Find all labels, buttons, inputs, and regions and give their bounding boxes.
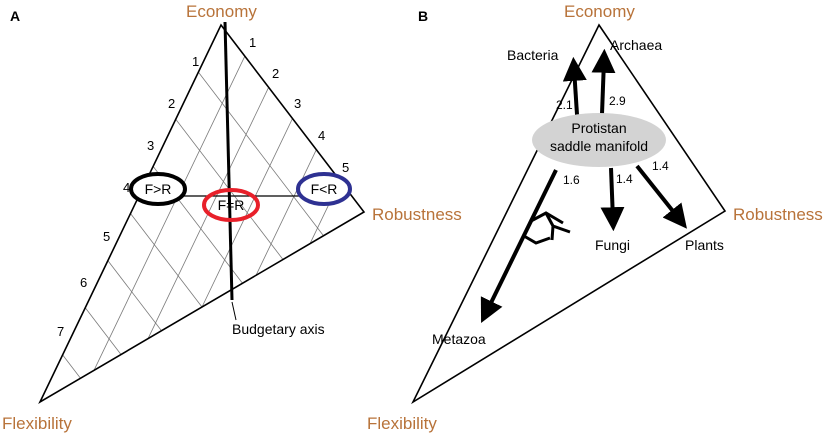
panel-a-right-tick-5: 5 <box>342 160 349 175</box>
panel-a-vertex-economy: Economy <box>186 2 257 21</box>
grid-line <box>198 71 324 236</box>
grid-line <box>201 118 293 308</box>
panel-a-vertex-robustness: Robustness <box>372 205 462 224</box>
panel-a-vertex-flexibility: Flexibility <box>2 414 72 433</box>
oval-f-less-r: F<R <box>296 172 352 206</box>
panel-b-vertex-economy: Economy <box>564 2 635 21</box>
grid-line <box>84 307 122 355</box>
arrow-to-plants <box>635 164 687 229</box>
panel-b: B Economy Robustness Flexibility Protist… <box>367 2 823 433</box>
rate-plants: 1.4 <box>652 159 669 173</box>
panel-a-left-tick-4: 4 <box>123 180 130 195</box>
panel-a-left-tick-3: 3 <box>147 138 154 153</box>
panel-a-budgetary-axis-leader <box>231 301 237 321</box>
panel-b-letter: B <box>418 8 428 24</box>
oval-f-greater-r-label: F>R <box>145 181 172 197</box>
panel-a-left-tick-7: 7 <box>57 324 64 339</box>
arrow-to-fungi <box>600 167 625 232</box>
panel-b-triangle <box>411 23 727 405</box>
panel-a-left-tick-1: 1 <box>192 54 199 69</box>
panel-a-right-tick-1: 1 <box>249 35 256 50</box>
grid-line <box>130 213 203 308</box>
grid-line <box>255 149 317 276</box>
panel-a-left-tick-2: 2 <box>168 96 175 111</box>
panel-a-right-tick-2: 2 <box>272 66 279 81</box>
grid-line <box>107 260 162 331</box>
panel-a-triangle <box>38 23 366 405</box>
metazoa-side-branches <box>523 211 571 245</box>
panel-a-budgetary-axis-line <box>223 21 234 301</box>
oval-f-less-r-label: F<R <box>311 181 338 197</box>
manifold-label-line1: Protistan <box>571 120 626 136</box>
oval-f-equal-r-label: F=R <box>218 197 245 213</box>
arrow-to-archaea <box>591 48 616 115</box>
label-plants: Plants <box>685 237 724 253</box>
rate-archaea: 2.9 <box>609 94 626 108</box>
panel-a: A Budgetary axis Economy Robustness Flex… <box>2 2 462 433</box>
panel-a-right-tick-3: 3 <box>294 96 301 111</box>
rate-bacteria: 2.1 <box>556 98 573 112</box>
oval-f-greater-r: F>R <box>129 172 187 206</box>
label-archaea: Archaea <box>610 37 662 53</box>
panel-a-right-tick-4: 4 <box>318 128 325 143</box>
arrow-to-metazoa <box>480 169 558 324</box>
grid-line <box>93 55 246 371</box>
panel-a-left-tick-6: 6 <box>80 275 87 290</box>
protistan-saddle-manifold <box>532 113 666 167</box>
rate-fungi: 1.4 <box>616 172 633 186</box>
oval-f-equal-r: F=R <box>202 188 260 222</box>
rate-metazoa: 1.6 <box>563 173 580 187</box>
panel-b-vertex-robustness: Robustness <box>733 205 823 224</box>
grid-line <box>62 354 81 379</box>
panel-a-letter: A <box>10 8 20 24</box>
label-bacteria: Bacteria <box>507 47 559 63</box>
label-metazoa: Metazoa <box>432 331 486 347</box>
panel-a-budgetary-axis-label: Budgetary axis <box>232 321 325 337</box>
manifold-label-line2: saddle manifold <box>550 138 648 154</box>
panel-b-vertex-flexibility: Flexibility <box>367 414 437 433</box>
label-fungi: Fungi <box>595 237 630 253</box>
panel-a-left-tick-5: 5 <box>103 229 110 244</box>
